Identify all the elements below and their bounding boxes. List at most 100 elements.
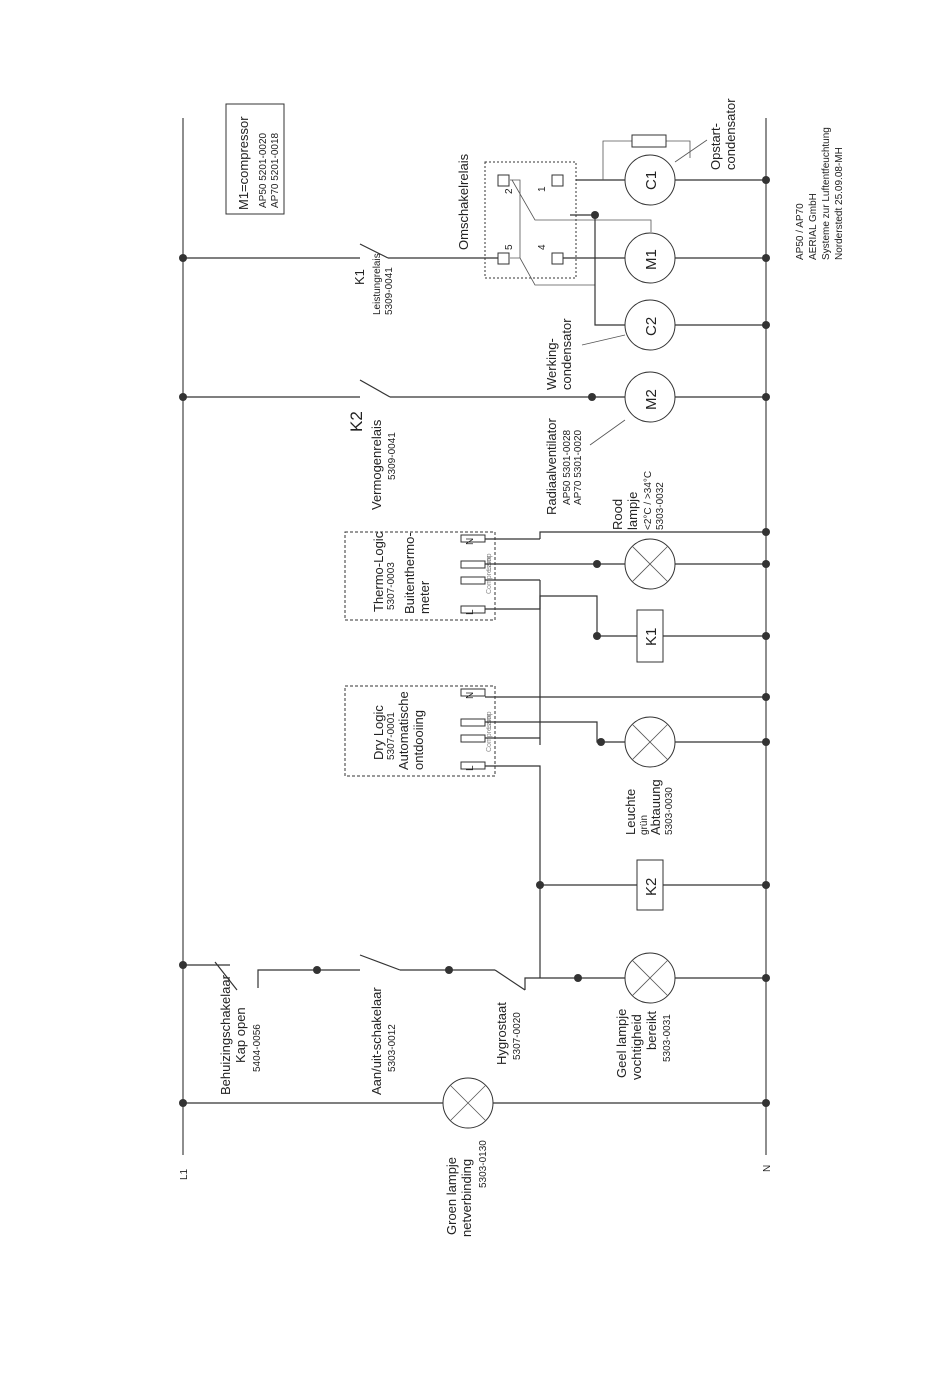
relay-pin4-label: 4 [537,244,548,250]
k1-relay-name: K1 [352,269,367,285]
company-line4: Norderstedt 25.09.08-MH [834,147,845,260]
geel-line2: vochtigheid [629,1014,644,1080]
k2-coil-label: K2 [643,878,660,896]
leuchte-line1: Leuchte [623,789,638,835]
junction-n-c1 [762,176,770,184]
company-line2: AERIAL GmbH [808,193,819,260]
thermo-line1: Thermo-Logic [371,531,386,612]
geel-line1: Geel lampje [614,1009,629,1078]
thermo-line4: meter [417,580,432,614]
k2-relay-name: K2 [347,411,366,432]
behuizing-contact-blade [214,961,238,991]
groen-lamp-x2 [449,1084,487,1122]
wire-dry-lamp [485,721,625,743]
thermo-logic-box [344,531,496,621]
wire-c1-resistor-left [602,140,632,180]
relay-pin1-label: 1 [537,186,548,192]
relay-pin2-terminal [497,174,510,187]
aanuit-contact-blade [359,954,401,971]
junction-n-leuchte [762,738,770,746]
thermo-line3: Buitenthermo- [402,532,417,614]
rood-lamp-x2 [631,545,669,583]
dry-line4: ontdooiing [411,710,426,770]
rail-n-label: N [762,1165,773,1172]
leuchte-line2: grün [639,815,650,835]
m2-label: M2 [643,389,660,410]
wire-dry-l [485,765,541,885]
k2-relay-line2: 5309-0041 [387,432,398,480]
k1-relay-line2: 5309-0041 [384,267,395,315]
junction-m2 [588,393,596,401]
dry-line3: Automatische [396,691,411,770]
wire-hygro-geel [524,977,625,990]
c1-capacitor [624,154,676,206]
relay-internal-2-5 [510,179,521,259]
thermo-line2: 5307-0003 [386,562,397,610]
k1-relay-line1: Leistungrelais [372,253,383,315]
opstart-pointer [674,139,708,163]
wire-c2-loop [594,215,625,326]
thermo-pin-comp [460,576,486,585]
company-line3: Systeme zur Luftentfeuchtung [821,127,832,260]
thermo-pin-l-label: L [465,609,476,615]
opstart-line1: Opstart- [708,123,723,170]
relay-pin5-terminal [497,252,510,265]
dry-pin-lamp [460,718,486,727]
dry-pin-n [460,688,486,697]
compressor-note-line2: AP70 5201-0018 [270,132,281,208]
relay-pin5-label: 5 [504,244,515,250]
thermo-pin-lamp [460,560,486,569]
junction-n-geel [762,974,770,982]
dry-pin-comp-label: Compressor [486,713,493,752]
dry-logic-box [344,685,496,777]
junction-n-dry [762,693,770,701]
leuchte-line4: 5303-0030 [664,787,675,835]
thermo-pin-n-label: N [465,538,476,545]
junction-n-k2 [762,881,770,889]
hygro-contact-blade [494,969,526,991]
geel-line4: 5303-0031 [662,1014,673,1062]
junction-n-thermo [762,528,770,536]
junction-geel-lamp [574,974,582,982]
rood-line4: 5303-0032 [655,482,666,530]
opstart-line2: condensator [723,98,738,170]
rood-line3: <2°C / >34°C [643,471,654,530]
rail-l1-label: L1 [179,1168,190,1180]
relay-link-5-c2 [519,257,595,286]
junction-rood-lamp [593,560,601,568]
werking-line2: condensator [559,318,574,390]
groen-line1: Groen lampje [444,1157,459,1235]
c1-label: C1 [643,171,660,190]
rood-line2: lampje [625,492,640,530]
k1-contact-blade [359,243,389,259]
company-line1: AP50 / AP70 [795,203,806,260]
dry-pin-comp [460,734,486,743]
wire-c1-resistor-right [666,140,691,158]
junction-leuchte-lamp [597,738,605,746]
relay-link-2-m1 [511,179,652,232]
rood-line1: Rood [610,499,625,530]
junction-n-k1 [762,632,770,640]
geel-line3: bereikt [644,1011,659,1050]
wire-thermo-n-rail [539,531,766,539]
behuizing-contact-return [257,969,317,988]
werking-pointer [581,334,626,346]
junction-n-rood [762,560,770,568]
behuizing-line2: Kap open [233,1007,248,1063]
dry-pin-lamp-label: Lamp [486,711,493,729]
relay-pin2-label: 2 [504,188,515,194]
behuizing-line3: 5404-0056 [252,1024,263,1072]
aanuit-line2: 5303-0012 [387,1024,398,1072]
junction-n-groen [762,1099,770,1107]
aanuit-line1: Aan/uit-schakelaar [369,987,384,1095]
k1-coil [636,609,664,663]
thermo-pin-comp-label: Compressor [486,555,493,594]
hygro-line2: 5307-0020 [512,1012,523,1060]
behuizing-line1: Behuizingschakelaar [218,974,233,1095]
relay-pin1-terminal [551,174,564,187]
k1-coil-label: K1 [643,628,660,646]
compressor-note-title: M1=compressor [236,116,251,210]
k2-coil [636,859,664,911]
dry-pin-n-label: N [465,692,476,699]
